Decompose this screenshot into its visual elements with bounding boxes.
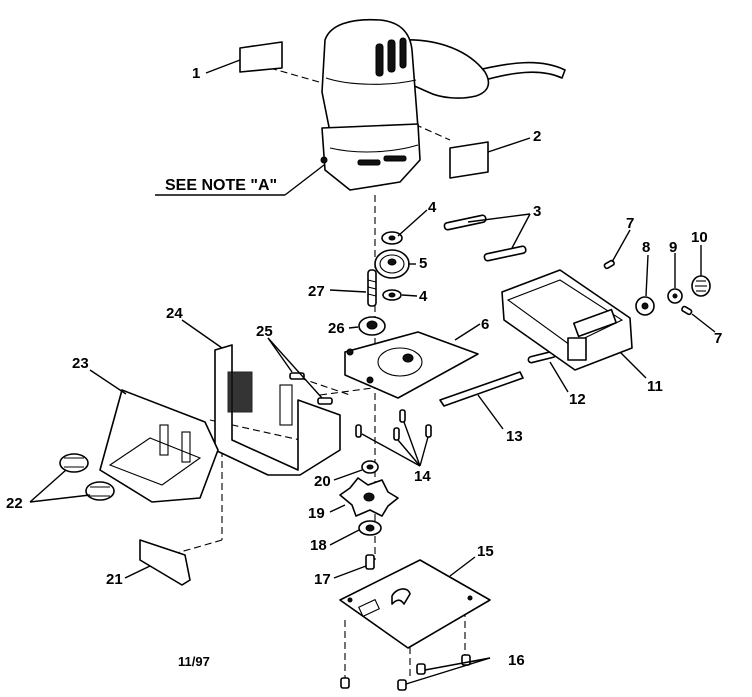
callout-14: 14 [414,468,431,485]
callout-16: 16 [508,652,525,669]
part-7-screw-right [681,305,693,316]
part-22-knob-lower [85,481,115,501]
callout-19: 19 [308,505,325,522]
part-4-washer-bottom [382,289,402,301]
callout-24: 24 [166,305,183,322]
leader-lines [29,59,716,685]
callout-1: 1 [192,65,200,82]
part-27-pinion [367,269,377,307]
part-18-washer [358,520,382,536]
part-5-gear [374,249,410,279]
callout-12: 12 [569,391,586,408]
part-20-washer [361,460,379,474]
callout-27: 27 [308,283,325,300]
callout-20: 20 [314,473,331,490]
part-13-rod [439,371,524,407]
callout-11: 11 [647,378,663,395]
callout-18: 18 [310,537,327,554]
callout-2: 2 [533,128,541,145]
callout-8: 8 [642,239,650,256]
part-17-screw [365,554,375,570]
part-10-knob [691,275,711,297]
callout-3: 3 [533,203,541,220]
part-11-fence-bracket [501,269,633,371]
callout-7-lower: 7 [714,330,722,347]
part-14-screws [355,409,432,441]
part-8-nut [635,296,655,316]
callout-labels: 1 2 3 4 4 5 6 7 7 8 9 10 11 12 13 14 15 … [6,65,722,669]
part-2-label-decal [449,141,489,179]
callout-21: 21 [106,571,123,588]
part-7-screw-top [603,259,615,270]
callout-9: 9 [669,239,677,256]
part-4-washer-top [381,231,403,245]
callout-10: 10 [691,229,708,246]
part-19-blade [339,477,399,517]
part-16-screws [340,654,471,691]
part-21-clip [139,539,191,586]
callout-4-lower: 4 [419,288,428,305]
callout-23: 23 [72,355,89,372]
callout-26: 26 [328,320,345,337]
part-22-knob-upper [59,453,89,473]
callout-6: 6 [481,316,489,333]
part-9-washer [667,288,683,304]
part-1-label-decal [239,41,283,73]
callout-22: 22 [6,495,23,512]
part-15-base-plate [339,559,491,649]
part-26-bearing [358,316,386,336]
note-label: SEE NOTE "A" [165,177,277,194]
part-25-screws [289,372,333,405]
date-code: 11/97 [178,654,210,669]
callout-17: 17 [314,571,331,588]
part-3-springs [443,214,527,262]
motor-housing [320,18,566,191]
callout-4-upper: 4 [428,199,437,216]
part-23-guide [99,389,219,503]
callout-15: 15 [477,543,494,560]
part-24-fence [214,344,341,476]
part-6-gear-plate [344,331,479,399]
callout-25: 25 [256,323,273,340]
callout-13: 13 [506,428,523,445]
callout-7-upper: 7 [626,215,634,232]
callout-5: 5 [419,255,427,272]
